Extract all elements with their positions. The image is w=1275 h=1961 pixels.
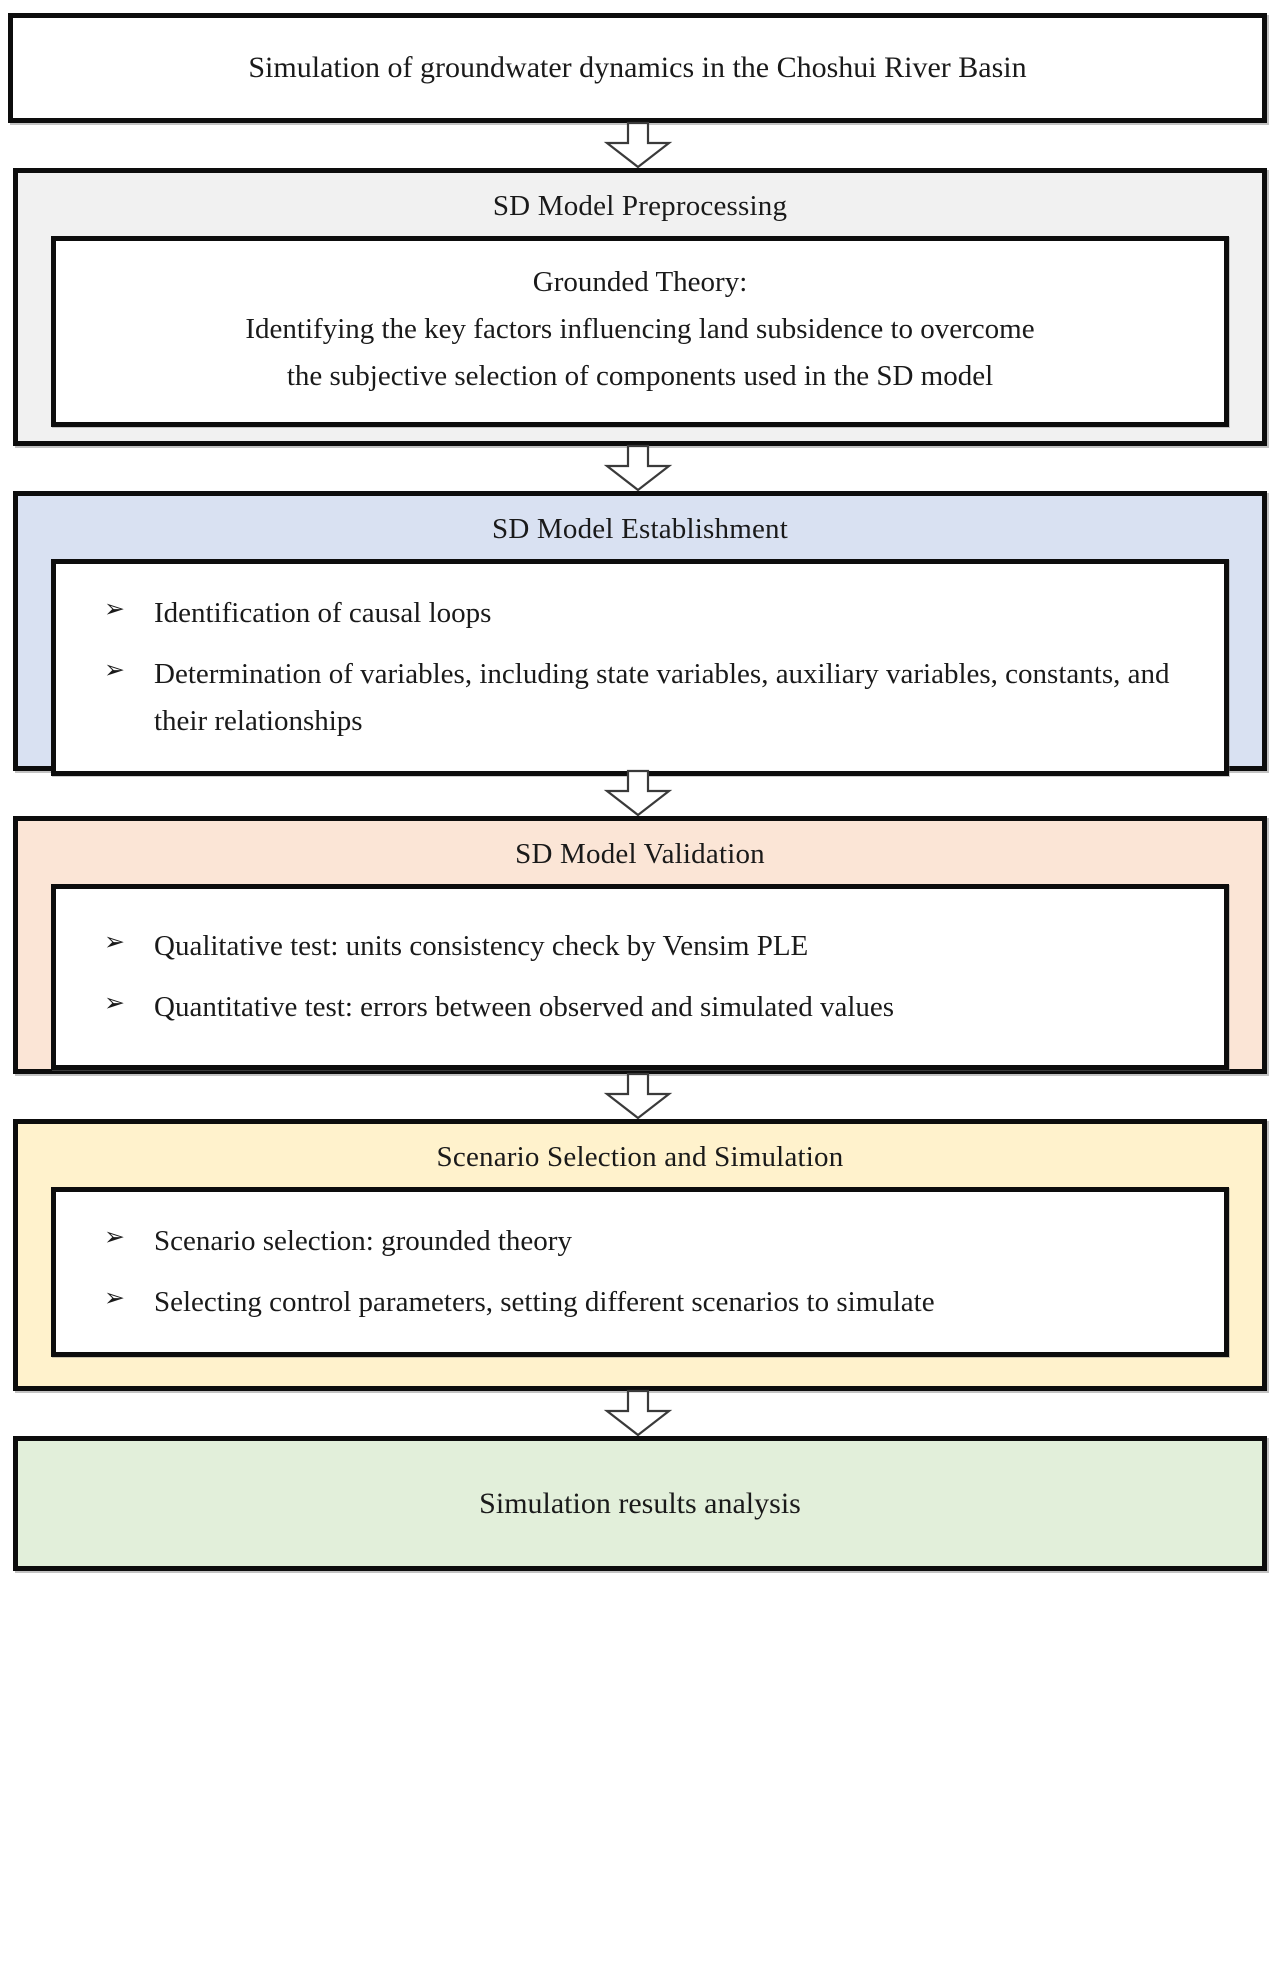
list-item: ➢ Quantitative test: errors between obse… xyxy=(78,984,1198,1031)
arrowhead-bullet-icon: ➢ xyxy=(104,990,125,1018)
node-validation-title: SD Model Validation xyxy=(515,838,765,870)
down-block-arrow-icon xyxy=(603,444,672,492)
preprocessing-line-2: Identifying the key factors influencing … xyxy=(245,313,1035,346)
down-block-arrow-icon xyxy=(603,1072,672,1120)
node-scenario-body: ➢ Scenario selection: grounded theory ➢ … xyxy=(56,1192,1224,1352)
down-block-arrow-icon xyxy=(603,769,672,817)
list-item: ➢ Identification of causal loops xyxy=(78,590,1198,637)
arrowhead-bullet-icon: ➢ xyxy=(104,1285,125,1313)
node-validation-body: ➢ Qualitative test: units consistency ch… xyxy=(56,889,1224,1065)
node-preprocessing[interactable]: SD Model Preprocessing Grounded Theory: … xyxy=(13,168,1267,446)
connector-scenario-to-results xyxy=(0,1389,1275,1437)
establishment-bullet-2: Determination of variables, including st… xyxy=(154,658,1170,738)
node-start-title: Simulation of groundwater dynamics in th… xyxy=(248,51,1027,84)
arrowhead-bullet-icon: ➢ xyxy=(104,1224,125,1252)
scenario-bullet-2: Selecting control parameters, setting di… xyxy=(154,1286,935,1319)
node-establishment-panel: ➢ Identification of causal loops ➢ Deter… xyxy=(51,559,1229,777)
establishment-bullet-1: Identification of causal loops xyxy=(154,597,492,630)
scenario-bullet-1: Scenario selection: grounded theory xyxy=(154,1225,572,1258)
node-scenario[interactable]: Scenario Selection and Simulation ➢ Scen… xyxy=(13,1119,1267,1391)
validation-bullet-2: Quantitative test: errors between observ… xyxy=(154,991,895,1024)
list-item: ➢ Scenario selection: grounded theory xyxy=(78,1218,1198,1265)
node-preprocessing-body: Grounded Theory: Identifying the key fac… xyxy=(56,241,1224,422)
arrowhead-bullet-icon: ➢ xyxy=(104,929,125,957)
preprocessing-line-3: the subjective selection of components u… xyxy=(286,360,994,393)
list-item: ➢ Qualitative test: units consistency ch… xyxy=(78,923,1198,970)
node-scenario-panel: ➢ Scenario selection: grounded theory ➢ … xyxy=(51,1187,1229,1358)
preprocessing-line-1: Grounded Theory: xyxy=(532,266,748,299)
node-establishment-title: SD Model Establishment xyxy=(491,513,788,545)
node-preprocessing-panel: Grounded Theory: Identifying the key fac… xyxy=(51,236,1229,428)
node-scenario-title: Scenario Selection and Simulation xyxy=(436,1141,844,1173)
connector-preprocessing-to-establishment xyxy=(0,444,1275,492)
arrowhead-bullet-icon: ➢ xyxy=(104,657,125,685)
node-preprocessing-title: SD Model Preprocessing xyxy=(492,190,788,222)
list-item: ➢ Selecting control parameters, setting … xyxy=(78,1279,1198,1326)
node-establishment-body: ➢ Identification of causal loops ➢ Deter… xyxy=(56,564,1224,771)
down-block-arrow-icon xyxy=(603,121,672,169)
connector-start-to-preprocessing xyxy=(0,121,1275,169)
node-start[interactable]: Simulation of groundwater dynamics in th… xyxy=(8,13,1267,123)
node-validation-panel: ➢ Qualitative test: units consistency ch… xyxy=(51,884,1229,1071)
down-block-arrow-icon xyxy=(603,1389,672,1437)
connector-validation-to-scenario xyxy=(0,1072,1275,1120)
arrowhead-bullet-icon: ➢ xyxy=(104,596,125,624)
list-item: ➢ Determination of variables, including … xyxy=(78,651,1198,745)
node-results-title: Simulation results analysis xyxy=(479,1486,801,1520)
node-establishment[interactable]: SD Model Establishment ➢ Identification … xyxy=(13,491,1267,777)
node-results[interactable]: Simulation results analysis xyxy=(13,1436,1267,1571)
node-validation[interactable]: SD Model Validation ➢ Qualitative test: … xyxy=(13,816,1267,1074)
validation-bullet-1: Qualitative test: units consistency chec… xyxy=(154,930,809,963)
connector-establishment-to-validation xyxy=(0,769,1275,817)
